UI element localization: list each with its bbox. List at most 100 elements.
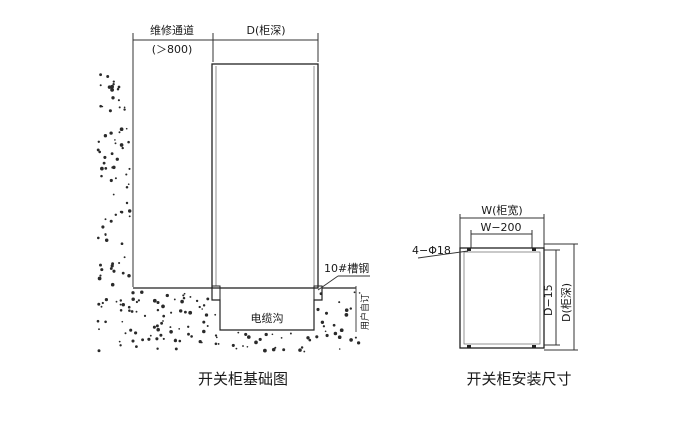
- ground-speckle: [217, 342, 220, 345]
- ground-speckle: [246, 345, 249, 348]
- ground-speckle: [325, 333, 329, 338]
- ground-speckle: [127, 209, 132, 213]
- ground-speckle: [121, 146, 124, 150]
- ground-speckle: [160, 321, 164, 325]
- ground-speckle: [127, 305, 131, 309]
- ground-speckle: [141, 338, 145, 342]
- ground-speckle: [162, 314, 166, 318]
- ground-speckle: [130, 310, 134, 313]
- ground-speckle: [300, 346, 304, 349]
- channel-steel-leader: [317, 275, 339, 291]
- ground-speckle: [190, 335, 193, 338]
- ground-speckle: [202, 329, 206, 334]
- ground-speckle: [110, 88, 114, 92]
- ground-speckle: [333, 331, 338, 336]
- ground-speckle: [188, 310, 193, 315]
- ground-speckle: [103, 155, 107, 159]
- ground-speckle: [134, 331, 138, 335]
- ground-speckle: [165, 293, 169, 298]
- ground-speckle: [111, 96, 115, 100]
- ground-speckle: [187, 332, 190, 336]
- ground-speckle: [183, 310, 187, 314]
- ground-speckle: [128, 167, 131, 170]
- ground-speckle: [298, 348, 302, 352]
- ground-speckle: [183, 292, 186, 295]
- ground-speckle: [152, 298, 157, 303]
- ground-speckle: [115, 157, 119, 161]
- ground-speckle: [119, 309, 123, 312]
- ground-speckle: [242, 345, 244, 347]
- ground-speckle: [97, 349, 101, 353]
- ground-speckle: [271, 347, 276, 352]
- ground-speckle: [282, 348, 286, 352]
- ground-speckle: [324, 311, 329, 315]
- ground-speckle: [110, 84, 114, 89]
- ground-speckle: [123, 256, 126, 259]
- ground-speckle: [106, 75, 110, 78]
- ground-speckle: [339, 328, 344, 333]
- ground-speckle: [237, 331, 240, 334]
- ground-speckle: [274, 346, 277, 349]
- ground-speckle: [99, 263, 102, 267]
- ground-speckle: [178, 328, 181, 330]
- ground-speckle: [109, 219, 113, 223]
- ground-speckle: [204, 313, 209, 317]
- cable-trench-label: 电缆沟: [251, 312, 284, 325]
- ground-speckle: [206, 325, 209, 327]
- ground-speckle: [149, 334, 152, 337]
- ground-speckle: [156, 347, 159, 350]
- ground-speckle: [247, 335, 251, 339]
- depth-dimension-lines: [544, 243, 578, 351]
- installation-caption: 开关柜安装尺寸: [466, 370, 571, 388]
- ground-speckle: [264, 332, 268, 337]
- ground-speckle: [162, 305, 165, 308]
- ground-speckle: [202, 320, 206, 324]
- ground-speckle: [169, 326, 172, 329]
- mounting-hole: [467, 345, 471, 348]
- ground-speckle: [235, 347, 238, 350]
- channel-steel-left: [211, 285, 221, 301]
- ground-speckle: [127, 140, 130, 144]
- inner-width-label: W−200: [480, 221, 521, 234]
- ground-speckle: [119, 143, 124, 147]
- ground-speckle: [127, 274, 131, 278]
- ground-speckle: [289, 332, 292, 335]
- ground-speckle: [354, 336, 357, 339]
- cabinet-depth-label: D(柜深): [246, 24, 285, 37]
- ground-speckle: [116, 87, 120, 91]
- ground-speckle: [180, 299, 184, 304]
- ground-speckle: [110, 152, 114, 156]
- ground-speckle: [104, 238, 109, 242]
- ground-speckle: [131, 339, 135, 343]
- ground-speckle: [128, 309, 131, 312]
- ground-speckle: [353, 291, 356, 294]
- ground-speckle: [187, 325, 190, 328]
- ground-speckle: [316, 307, 320, 312]
- ground-speckle: [119, 127, 124, 132]
- ground-speckle: [178, 309, 183, 313]
- ground-speckle: [303, 350, 306, 353]
- ground-speckle: [244, 332, 248, 336]
- ground-speckle: [100, 174, 103, 178]
- ground-speckle: [156, 300, 160, 305]
- ground-speckle: [119, 344, 122, 347]
- ground-speckle: [101, 225, 105, 229]
- ground-speckle: [98, 328, 100, 331]
- ground-speckle: [156, 308, 160, 312]
- ground-speckle: [206, 297, 210, 301]
- ground-speckle: [110, 264, 114, 268]
- ground-speckle: [344, 313, 349, 317]
- ground-speckle: [344, 308, 349, 312]
- ground-speckle: [123, 108, 126, 111]
- ground-speckle: [129, 328, 133, 332]
- ground-speckle: [114, 139, 116, 141]
- ground-speckle: [254, 340, 258, 345]
- ground-speckle: [104, 233, 107, 236]
- cabinet-width-label: W(柜宽): [481, 203, 522, 217]
- ground-speckle: [173, 298, 176, 301]
- ground-speckle: [109, 267, 113, 270]
- mounting-hole: [467, 248, 471, 251]
- ground-speckle: [108, 109, 112, 113]
- ground-speckle: [98, 150, 102, 154]
- ground-speckle: [258, 337, 262, 341]
